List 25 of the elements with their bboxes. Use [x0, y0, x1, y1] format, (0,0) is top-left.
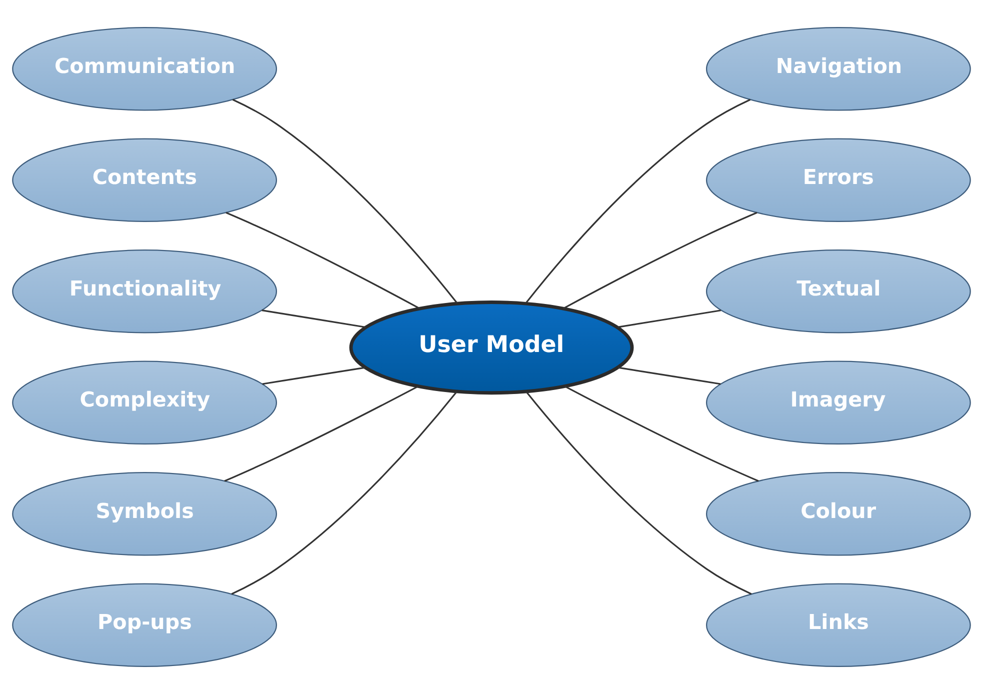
node-ellipse: Imagery: [706, 360, 971, 444]
connector: [617, 309, 721, 328]
node-ellipse: Contents: [12, 138, 278, 222]
connector: [564, 385, 759, 482]
connector: [232, 98, 458, 304]
node-ellipse: Communication: [12, 26, 278, 110]
connector: [226, 211, 420, 309]
node-ellipse: Pop-ups: [12, 582, 278, 666]
node-ellipse: Functionality: [12, 249, 278, 333]
connector: [262, 309, 366, 328]
node-ellipse: Links: [706, 582, 971, 666]
connector: [562, 211, 758, 309]
connector: [224, 385, 419, 482]
connector: [262, 366, 366, 384]
node-ellipse: Textual: [706, 249, 971, 333]
connector: [526, 390, 752, 594]
node-ellipse: Navigation: [706, 26, 971, 110]
connector: [618, 366, 721, 384]
node-ellipse: Symbols: [12, 472, 278, 556]
connector: [231, 390, 458, 594]
connector: [525, 98, 751, 304]
node-ellipse: Complexity: [12, 360, 278, 444]
node-ellipse: User Model: [349, 300, 634, 394]
node-ellipse: Colour: [706, 472, 971, 556]
node-ellipse: Errors: [706, 138, 971, 222]
